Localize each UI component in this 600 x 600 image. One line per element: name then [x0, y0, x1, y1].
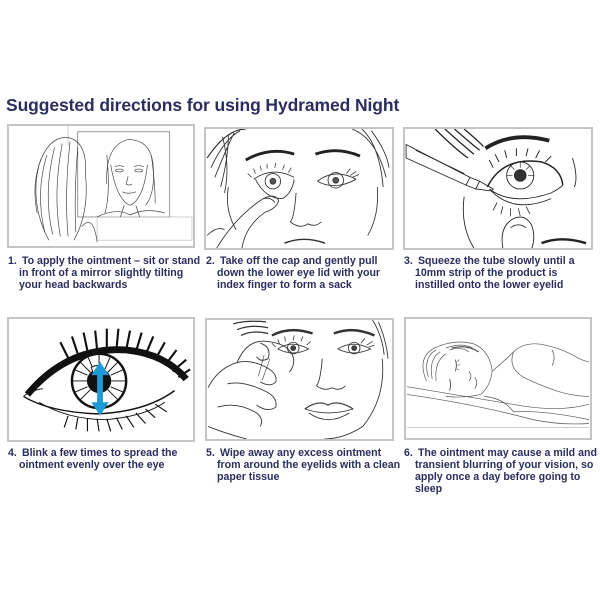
step-1-illustration — [7, 124, 195, 248]
step-6-caption: 6. The ointment may cause a mild and tra… — [404, 447, 599, 495]
blink-arrow-icon — [91, 361, 109, 416]
step-3-caption: 3. Squeeze the tube slowly until a 10mm … — [404, 255, 599, 291]
step-6-illustration — [404, 317, 592, 440]
step-1-number: 1. — [8, 255, 17, 267]
step-3-illustration — [403, 127, 593, 250]
step-1-text: To apply the ointment – sit or stand in … — [19, 255, 201, 291]
step-2-text: Take off the cap and gently pull down th… — [217, 255, 381, 291]
step-4-caption: 4. Blink a few times to spread the ointm… — [8, 447, 203, 471]
step-2-number: 2. — [206, 255, 215, 267]
step-4-text: Blink a few times to spread the ointment… — [19, 447, 178, 471]
step-6-text: The ointment may cause a mild and transi… — [415, 447, 597, 495]
page-title: Suggested directions for using Hydramed … — [6, 95, 400, 115]
step-4-number: 4. — [8, 447, 17, 459]
step-5-caption: 5. Wipe away any excess ointment from ar… — [206, 447, 401, 483]
woman-in-mirror-icon — [34, 126, 193, 243]
step-2-illustration — [204, 127, 394, 250]
finger-eyelid-icon — [206, 129, 390, 248]
step-5-text: Wipe away any excess ointment from aroun… — [217, 447, 401, 483]
tissue-wipe-icon — [207, 320, 389, 439]
step-3-text: Squeeze the tube slowly until a 10mm str… — [415, 255, 575, 291]
blink-eye-icon — [23, 328, 191, 432]
ointment-tube-icon — [405, 129, 587, 248]
step-2-caption: 2. Take off the cap and gently pull down… — [206, 255, 401, 291]
step-1-caption: 1. To apply the ointment – sit or stand … — [8, 255, 203, 291]
sleeping-woman-icon — [407, 341, 590, 428]
step-3-number: 3. — [404, 255, 413, 267]
step-6-number: 6. — [404, 447, 413, 459]
step-5-number: 5. — [206, 447, 215, 459]
step-5-illustration — [205, 318, 394, 441]
step-4-illustration — [7, 317, 195, 442]
